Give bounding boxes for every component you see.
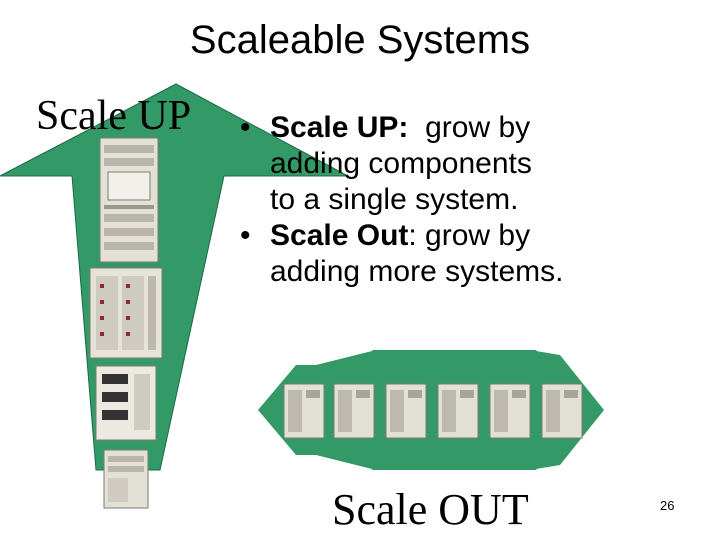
scale-out-label: Scale OUT — [332, 485, 529, 534]
page-number: 26 — [660, 498, 675, 513]
bullet-marker: • — [240, 111, 251, 144]
server-tower-icon — [99, 137, 159, 263]
bullet-term: Scale Out — [270, 219, 409, 252]
bullet-line: adding more systems. — [270, 255, 564, 288]
server-tower-icon — [333, 383, 375, 439]
server-tower-icon — [489, 383, 531, 439]
bullet-term: Scale UP: — [270, 111, 409, 144]
server-tower-icon — [437, 383, 479, 439]
bullet-scale-out: • Scale Out: grow by adding more systems… — [240, 218, 710, 290]
server-tower-icon — [95, 365, 157, 441]
server-tower-icon — [283, 383, 325, 439]
bullet-text: : grow by — [408, 219, 531, 252]
server-tower-icon — [385, 383, 427, 439]
bullet-line: adding components — [270, 147, 532, 180]
server-tower-icon — [541, 383, 583, 439]
bullet-line: to a single system. — [270, 183, 519, 216]
bullet-line: Scale Out: grow by — [270, 218, 710, 254]
scale-up-label: Scale UP — [36, 93, 192, 139]
bullet-scale-up: • Scale UP: grow by adding components to… — [240, 110, 710, 218]
server-tower-icon — [103, 449, 149, 509]
bullet-line: Scale UP: grow by — [270, 110, 710, 146]
server-tower-icon — [89, 267, 163, 359]
bullet-list: • Scale UP: grow by adding components to… — [240, 110, 710, 290]
scale-out-servers — [283, 383, 583, 439]
bullet-text: grow by — [425, 111, 531, 144]
slide-title: Scaleable Systems — [189, 18, 531, 62]
bullet-marker: • — [240, 219, 251, 252]
